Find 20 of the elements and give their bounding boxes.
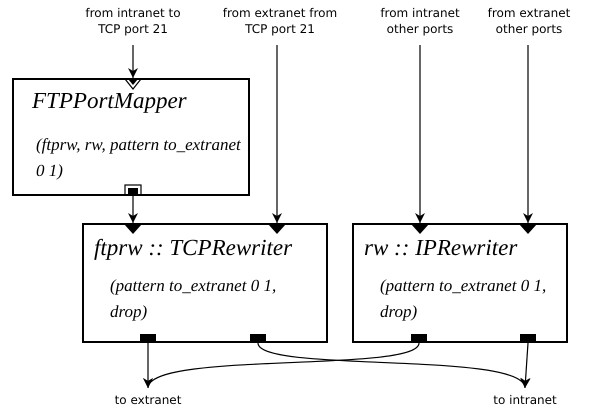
arrow (415, 45, 425, 223)
element-config: (pattern to_extranet 0 1, drop) (380, 275, 548, 323)
element-box (352, 223, 568, 343)
element-name: FTPPortMapper (32, 88, 188, 114)
element-config: (ftprw, rw, pattern to_extranet 0 1) (36, 134, 242, 182)
arrow (272, 45, 282, 223)
flow-label: from extranet other ports (476, 5, 582, 39)
flow-label: to intranet (480, 392, 570, 408)
arrow (523, 45, 533, 223)
flow-label: from extranet from TCP port 21 (220, 5, 340, 39)
element-name: ftprw :: TCPRewriter (94, 235, 294, 261)
flow-label: from intranet to TCP port 21 (78, 5, 188, 39)
element-box (82, 223, 328, 343)
arrow (128, 196, 138, 223)
flow-label: from intranet other ports (365, 5, 475, 39)
arrow (128, 45, 138, 78)
flow-label: to extranet (103, 392, 193, 408)
element-box (12, 78, 250, 196)
element-config: (pattern to_extranet 0 1, drop) (110, 275, 278, 323)
element-name: rw :: IPRewriter (364, 235, 518, 261)
